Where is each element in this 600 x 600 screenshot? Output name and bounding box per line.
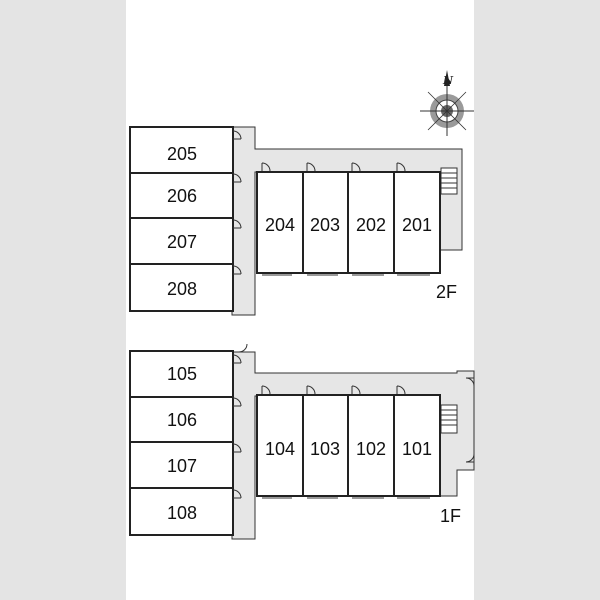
unit-label-208: 208 (167, 279, 197, 299)
unit-box-203 (302, 171, 349, 274)
unit-box-206 (129, 172, 234, 219)
left-margin-band (0, 0, 126, 600)
unit-label-205: 205 (167, 144, 197, 164)
unit-label-107: 107 (167, 456, 197, 476)
unit-box-208 (129, 263, 234, 312)
unit-label-101: 101 (402, 439, 432, 459)
floor-label-1f: 1F (440, 506, 461, 526)
unit-box-101 (393, 394, 441, 497)
floor-label-2f: 2F (436, 282, 457, 302)
unit-box-103 (302, 394, 349, 497)
door-icons-2f (232, 130, 406, 275)
unit-label-202: 202 (356, 215, 386, 235)
unit-label-201: 201 (402, 215, 432, 235)
unit-box-108 (129, 487, 234, 536)
floor-1f: 105 106 107 108 104 103 102 101 (129, 343, 475, 540)
unit-label-204: 204 (265, 215, 295, 235)
compass-icon: N (420, 70, 474, 136)
right-margin-band (474, 0, 600, 600)
unit-box-107 (129, 441, 234, 489)
unit-label-106: 106 (167, 410, 197, 430)
compass-north-label: N (442, 74, 454, 87)
unit-box-104 (256, 394, 304, 497)
door-icons-1f (232, 343, 475, 499)
unit-box-207 (129, 217, 234, 265)
unit-label-207: 207 (167, 232, 197, 252)
unit-label-104: 104 (265, 439, 295, 459)
staircase-icon (440, 404, 458, 434)
floor-2f: 205 206 207 208 204 203 202 201 2F (129, 126, 463, 316)
staircase-icon (440, 167, 458, 195)
unit-label-108: 108 (167, 503, 197, 523)
unit-box-106 (129, 396, 234, 443)
unit-label-206: 206 (167, 186, 197, 206)
unit-label-103: 103 (310, 439, 340, 459)
unit-label-102: 102 (356, 439, 386, 459)
unit-label-105: 105 (167, 364, 197, 384)
unit-box-201 (393, 171, 441, 274)
unit-box-202 (347, 171, 395, 274)
unit-label-203: 203 (310, 215, 340, 235)
unit-box-205 (129, 126, 234, 174)
